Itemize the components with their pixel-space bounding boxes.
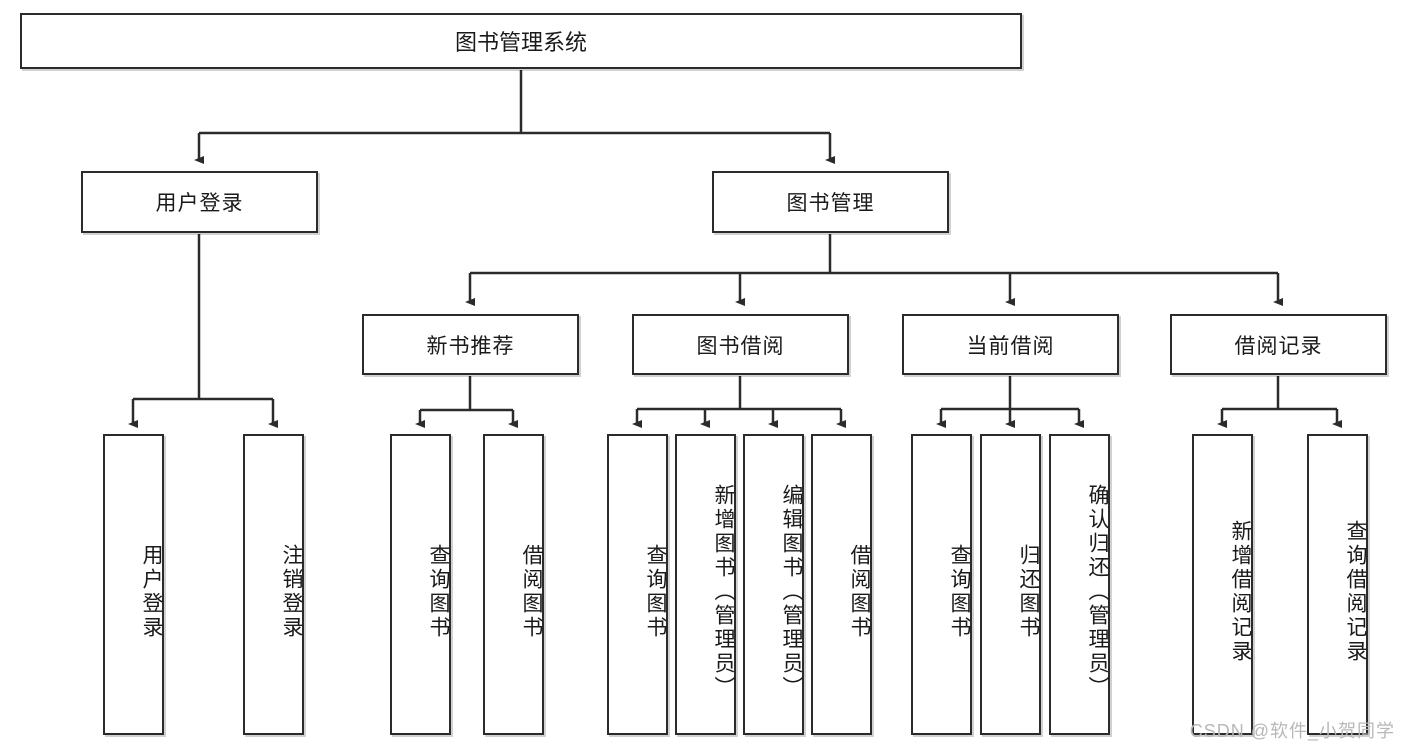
node-leaf-confirm-return[interactable]: 确认归还（管理员）	[1049, 434, 1110, 735]
node-label: 借阅记录	[1234, 334, 1323, 358]
node-label: 图书借阅	[696, 334, 785, 358]
node-leaf-user-login[interactable]: 用户登录	[103, 434, 164, 735]
node-leaf-add-record[interactable]: 新增借阅记录	[1192, 434, 1253, 735]
node-label: 注销登录	[280, 543, 303, 640]
node-borrow-record[interactable]: 借阅记录	[1170, 314, 1387, 375]
node-label: 新增借阅记录	[1229, 519, 1252, 664]
node-leaf-query-book-1[interactable]: 查询图书	[390, 434, 451, 735]
node-leaf-edit-book[interactable]: 编辑图书（管理员）	[743, 434, 804, 735]
node-user-login[interactable]: 用户登录	[81, 171, 318, 233]
node-label: 当前借阅	[966, 334, 1055, 358]
node-label: 编辑图书（管理员）	[780, 483, 803, 700]
node-leaf-return-book[interactable]: 归还图书	[980, 434, 1041, 735]
node-label: 用户登录	[140, 543, 163, 640]
node-label: 查询图书	[948, 543, 971, 640]
node-leaf-query-book-3[interactable]: 查询图书	[911, 434, 972, 735]
node-label: 归还图书	[1017, 543, 1040, 640]
node-label: 新书推荐	[426, 334, 515, 358]
node-label: 借阅图书	[520, 543, 543, 640]
node-book-manage[interactable]: 图书管理	[712, 171, 949, 233]
node-new-book-recommend[interactable]: 新书推荐	[362, 314, 579, 375]
node-label: 图书管理	[786, 192, 875, 215]
node-root-system[interactable]: 图书管理系统	[20, 13, 1022, 69]
node-book-borrow[interactable]: 图书借阅	[632, 314, 849, 375]
node-leaf-user-logout[interactable]: 注销登录	[243, 434, 304, 735]
node-label: 查询图书	[644, 543, 667, 640]
node-label: 确认归还（管理员）	[1086, 483, 1109, 700]
node-leaf-borrow-book-1[interactable]: 借阅图书	[483, 434, 544, 735]
node-current-borrow[interactable]: 当前借阅	[902, 314, 1119, 375]
node-label: 图书管理系统	[454, 30, 587, 55]
node-leaf-query-book-2[interactable]: 查询图书	[607, 434, 668, 735]
node-leaf-borrow-book-2[interactable]: 借阅图书	[811, 434, 872, 735]
node-label: 查询借阅记录	[1344, 519, 1367, 664]
csdn-watermark: CSDN @软件_小贺同学	[1189, 721, 1395, 741]
node-label: 借阅图书	[848, 543, 871, 640]
node-leaf-add-book[interactable]: 新增图书（管理员）	[675, 434, 736, 735]
node-label: 新增图书（管理员）	[712, 483, 735, 700]
node-leaf-query-record[interactable]: 查询借阅记录	[1307, 434, 1368, 735]
node-label: 用户登录	[155, 192, 244, 215]
node-label: 查询图书	[427, 543, 450, 640]
